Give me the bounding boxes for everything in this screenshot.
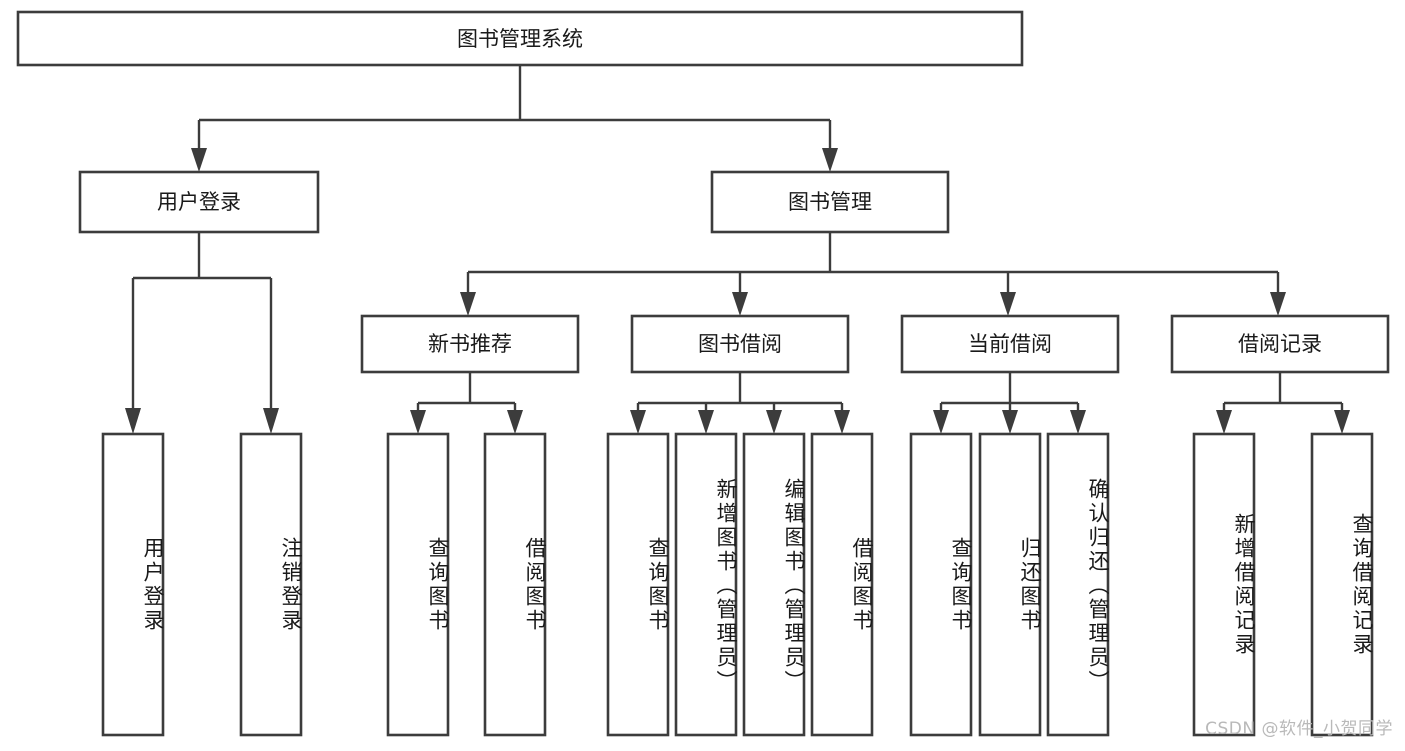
node-new-book-rec[interactable]: 新书推荐	[360, 314, 580, 374]
leaf-box-query-book-3[interactable]	[909, 432, 973, 737]
node-book-borrow[interactable]: 图书借阅	[630, 314, 850, 374]
node-current-borrow[interactable]: 当前借阅	[900, 314, 1120, 374]
node-borrow-record-label: 借阅记录	[1238, 332, 1322, 356]
csdn-watermark: CSDN @软件_小贺同学	[1205, 719, 1393, 739]
node-root[interactable]: 图书管理系统	[16, 10, 1024, 67]
leaf-box-query-book-2[interactable]	[606, 432, 670, 737]
connector-current-borrow-to-leaves	[933, 372, 1086, 434]
leaf-box-borrow-book-2[interactable]	[810, 432, 874, 737]
connector-new-book-rec-to-leaves	[410, 372, 523, 434]
connector-root-to-level2	[191, 65, 838, 172]
node-borrow-record[interactable]: 借阅记录	[1170, 314, 1390, 374]
node-root-label: 图书管理系统	[457, 27, 583, 51]
leaf-box-query-book-1[interactable]	[386, 432, 450, 737]
node-book-manage[interactable]: 图书管理	[710, 170, 950, 234]
leaf-box-add-record[interactable]	[1192, 432, 1256, 737]
node-current-borrow-label: 当前借阅	[968, 332, 1052, 356]
node-new-book-rec-label: 新书推荐	[428, 332, 512, 356]
connector-book-manage-to-level3	[460, 232, 1286, 316]
node-user-login[interactable]: 用户登录	[78, 170, 320, 234]
leaf-box-edit-book[interactable]	[742, 432, 806, 737]
node-book-manage-label: 图书管理	[788, 190, 872, 214]
leaf-box-logout[interactable]	[239, 432, 303, 737]
leaf-box-user-login[interactable]	[101, 432, 165, 737]
leaf-boxes	[101, 432, 1374, 737]
node-book-borrow-label: 图书借阅	[698, 332, 782, 356]
leaf-box-borrow-book-1[interactable]	[483, 432, 547, 737]
connector-borrow-record-to-leaves	[1216, 372, 1350, 434]
connector-book-borrow-to-leaves	[630, 372, 850, 434]
leaf-box-return-book[interactable]	[978, 432, 1042, 737]
leaf-box-confirm-return[interactable]	[1046, 432, 1110, 737]
node-user-login-label: 用户登录	[157, 190, 241, 214]
connector-user-login-to-leaves	[125, 232, 279, 434]
leaf-box-query-record[interactable]	[1310, 432, 1374, 737]
leaf-box-add-book[interactable]	[674, 432, 738, 737]
